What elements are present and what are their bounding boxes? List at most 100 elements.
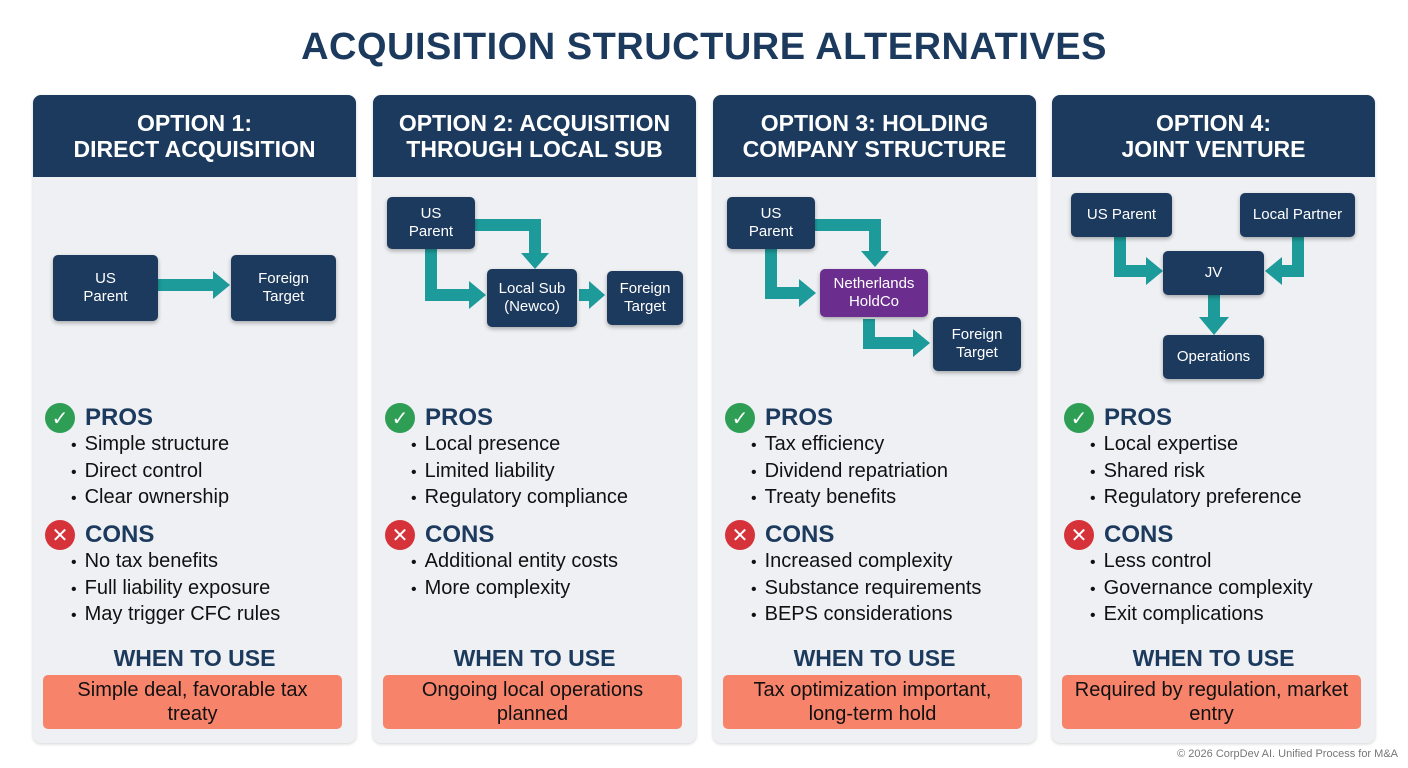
diagram-arrows [425, 219, 605, 309]
option-title-line2: DIRECT ACQUISITION [73, 136, 316, 162]
option-title-line1: OPTION 3: HOLDING [760, 110, 989, 136]
arrow-jv-to-operations [1199, 295, 1229, 335]
cons-label: CONS [85, 521, 155, 548]
arrow-parent-to-holdco [815, 219, 889, 267]
pros-item: Clear ownership [85, 485, 230, 512]
cons-item: Governance complexity [1104, 576, 1313, 603]
node-local-partner: Local Partner [1240, 193, 1355, 237]
cons-item: Increased complexity [765, 549, 981, 576]
structure-diagram: US Parent Foreign Target [33, 177, 356, 397]
pros-item: Dividend repatriation [765, 459, 948, 486]
arrow-parent-down-to-local-sub [425, 249, 486, 309]
pros-item: Treaty benefits [765, 485, 948, 512]
when-to-use-heading: WHEN TO USE [113, 645, 276, 671]
cons-item: More complexity [425, 576, 618, 603]
pros-item: Limited liability [425, 459, 628, 486]
when-to-use-box: Simple deal, favorable tax treaty [43, 675, 342, 729]
cons-heading: ✕ CONS [45, 520, 154, 550]
cons-label: CONS [425, 521, 495, 548]
pros-item: Direct control [85, 459, 229, 486]
arrow-local-sub-to-target [579, 281, 605, 309]
node-foreign-target: Foreign Target [933, 317, 1021, 371]
option-title-line2: JOINT VENTURE [1121, 136, 1306, 162]
structure-diagram: US Parent Local Partner JV Operations [1052, 177, 1375, 397]
arrow-us-parent-to-jv [1114, 233, 1163, 285]
when-to-use-heading: WHEN TO USE [793, 645, 956, 671]
node-us-parent: US Parent [1071, 193, 1172, 237]
pros-heading: ✓ PROS [725, 403, 833, 433]
x-circle-icon: ✕ [725, 520, 755, 550]
cons-heading: ✕ CONS [1064, 520, 1173, 550]
when-to-use-box: Ongoing local operations planned [383, 675, 682, 729]
option-card-4: OPTION 4: JOINT VENTURE US Parent Local … [1052, 95, 1375, 743]
diagram-arrows [765, 219, 930, 357]
pros-label: PROS [1104, 404, 1173, 431]
option-card-1: OPTION 1: DIRECT ACQUISITION US Parent F… [33, 95, 356, 743]
x-circle-icon: ✕ [45, 520, 75, 550]
pros-heading: ✓ PROS [45, 403, 153, 433]
node-us-parent: US Parent [727, 197, 815, 249]
cons-list: No tax benefits Full liability exposure … [85, 549, 281, 629]
arrow-parent-to-target [158, 271, 230, 299]
node-us-parent: US Parent [53, 255, 158, 321]
node-us-parent: US Parent [387, 197, 475, 249]
arrow-partner-to-jv [1265, 233, 1304, 285]
cons-item: BEPS considerations [765, 602, 981, 629]
x-circle-icon: ✕ [385, 520, 415, 550]
page-title: ACQUISITION STRUCTURE ALTERNATIVES [301, 26, 1107, 68]
cons-item: Additional entity costs [425, 549, 618, 576]
structure-diagram: US Parent Netherlands HoldCo Foreign Tar… [713, 177, 1036, 397]
when-to-use-heading: WHEN TO USE [1132, 645, 1295, 671]
cons-list: Additional entity costs More complexity [425, 549, 618, 602]
node-operations: Operations [1163, 335, 1264, 379]
pros-item: Shared risk [1104, 459, 1302, 486]
cons-heading: ✕ CONS [725, 520, 834, 550]
node-netherlands-holdco: Netherlands HoldCo [820, 269, 928, 317]
cons-list: Increased complexity Substance requireme… [765, 549, 982, 629]
copyright-footer: © 2026 CorpDev AI. Unified Process for M… [1177, 748, 1398, 760]
pros-label: PROS [425, 404, 494, 431]
arrow-holdco-to-target [863, 319, 930, 357]
node-local-sub: Local Sub (Newco) [487, 269, 577, 327]
pros-item: Regulatory compliance [425, 485, 628, 512]
option-title-line2: THROUGH LOCAL SUB [406, 136, 663, 162]
cons-heading: ✕ CONS [385, 520, 494, 550]
check-circle-icon: ✓ [1064, 403, 1094, 433]
pros-label: PROS [765, 404, 834, 431]
option-header: OPTION 1: DIRECT ACQUISITION [33, 95, 356, 177]
option-title-line1: OPTION 1: [136, 110, 252, 136]
node-foreign-target: Foreign Target [231, 255, 336, 321]
cons-label: CONS [1104, 521, 1174, 548]
pros-label: PROS [85, 404, 154, 431]
option-header: OPTION 3: HOLDING COMPANY STRUCTURE [713, 95, 1036, 177]
check-circle-icon: ✓ [385, 403, 415, 433]
pros-item: Simple structure [85, 432, 230, 459]
cons-item: No tax benefits [85, 549, 280, 576]
pros-item: Local expertise [1104, 432, 1302, 459]
pros-list: Local presence Limited liability Regulat… [425, 432, 628, 512]
pros-list: Tax efficiency Dividend repatriation Tre… [765, 432, 948, 512]
node-jv: JV [1163, 251, 1264, 295]
check-circle-icon: ✓ [45, 403, 75, 433]
pros-heading: ✓ PROS [385, 403, 493, 433]
option-header: OPTION 2: ACQUISITION THROUGH LOCAL SUB [373, 95, 696, 177]
diagram-arrows [1114, 233, 1304, 335]
cons-item: May trigger CFC rules [85, 602, 281, 629]
cons-list: Less control Governance complexity Exit … [1104, 549, 1313, 629]
pros-item: Regulatory preference [1104, 485, 1302, 512]
cons-item: Exit complications [1104, 602, 1313, 629]
pros-item: Local presence [425, 432, 628, 459]
when-to-use-box: Required by regulation, market entry [1062, 675, 1361, 729]
pros-list: Simple structure Direct control Clear ow… [85, 432, 230, 512]
option-title-line1: OPTION 2: ACQUISITION [398, 110, 671, 136]
arrow-parent-down-to-holdco [765, 249, 816, 307]
pros-item: Tax efficiency [765, 432, 948, 459]
option-title-line2: COMPANY STRUCTURE [742, 136, 1007, 162]
cons-label: CONS [765, 521, 835, 548]
option-header: OPTION 4: JOINT VENTURE [1052, 95, 1375, 177]
option-card-2: OPTION 2: ACQUISITION THROUGH LOCAL SUB … [373, 95, 696, 743]
check-circle-icon: ✓ [725, 403, 755, 433]
pros-heading: ✓ PROS [1064, 403, 1172, 433]
option-card-3: OPTION 3: HOLDING COMPANY STRUCTURE US P… [713, 95, 1036, 743]
structure-diagram: US Parent Local Sub (Newco) Foreign Targ… [373, 177, 696, 397]
